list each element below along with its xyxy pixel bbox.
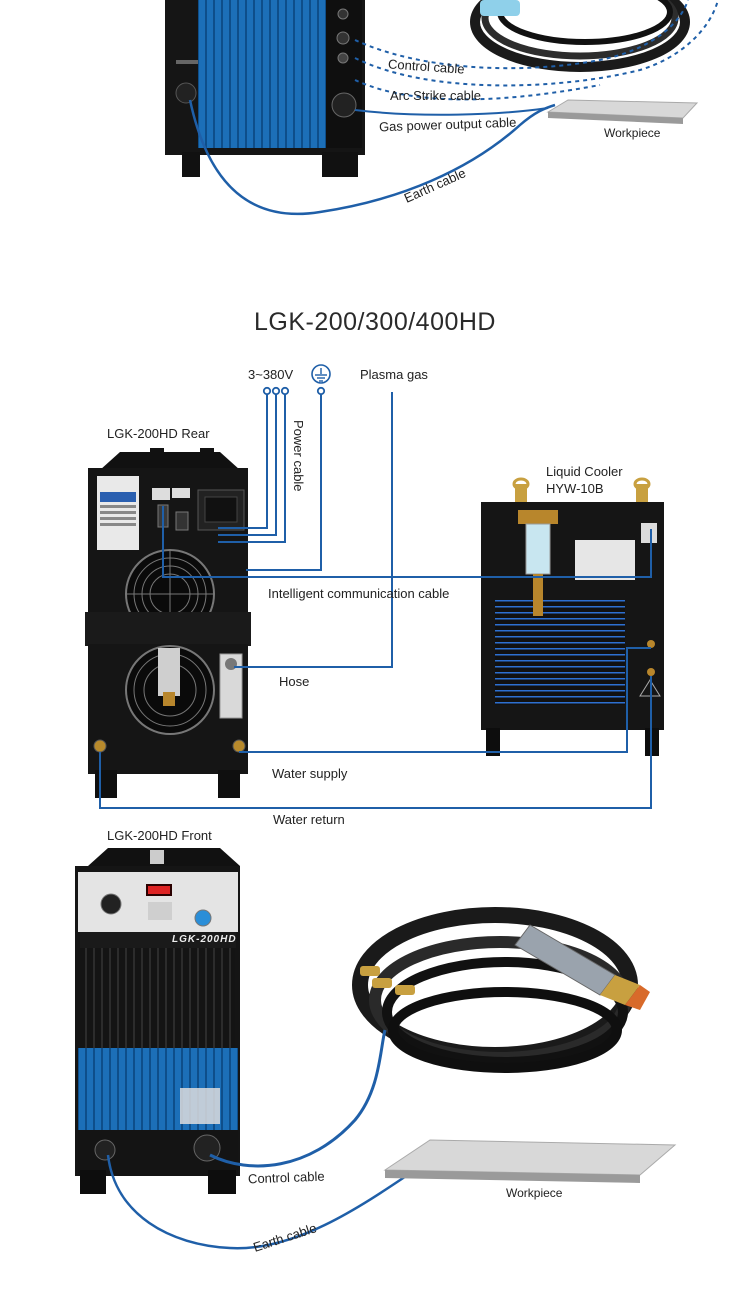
model-title: LGK-200/300/400HD [254,308,496,336]
top-torch-coupler [480,0,520,16]
top-earth-cable-line [188,99,556,215]
cooler-grille [495,600,625,705]
bottom-earth-cable-line [106,1154,431,1250]
top-machine [165,0,365,177]
label-top-workpiece: Workpiece [604,126,661,140]
gas-output-cable-line [354,107,549,116]
front-knob-right [194,909,212,927]
cooler-filter [525,523,551,575]
label-plasma-gas: Plasma gas [360,367,428,382]
ground-symbol-icon [311,364,331,384]
label-intelligent-comm-cable: Intelligent communication cable [268,586,450,601]
rear-machine [85,448,251,798]
middle-cables [99,392,652,809]
label-hose: Hose [279,674,310,689]
front-brand-plate: LGK-200HD [172,934,237,945]
label-cooler-line2: HYW-10B [546,481,604,496]
earth-socket-icon [175,82,197,104]
rear-air-regulator [219,653,243,719]
bottom-workpiece-plate [383,1139,677,1183]
top-torch-coil [470,0,690,72]
top-machine-vent-panel [198,0,328,148]
front-knob-left [100,893,122,915]
label-water-return: Water return [273,812,345,827]
front-earth-socket-icon [94,1139,116,1161]
front-torch-socket-icon [193,1134,221,1162]
cooler-label-plate [575,540,635,580]
power-terminals [262,386,326,396]
label-cooler-line1: Liquid Cooler [546,464,623,479]
label-bottom-control-cable: Control cable [247,1168,325,1187]
bottom-control-cable-line [209,1029,387,1168]
label-front: LGK-200HD Front [107,828,212,843]
liquid-cooler [481,477,664,756]
label-water-supply: Water supply [272,766,348,781]
label-voltage: 3~380V [248,367,294,382]
top-dotted-cables [354,0,719,101]
label-arc-strike-cable: Arc Strike cable [390,88,482,103]
rear-filter [158,648,180,696]
front-black-vents [80,948,235,1048]
top-workpiece-plate [546,99,699,124]
front-machine [75,848,240,1194]
label-rear: LGK-200HD Rear [107,426,210,441]
label-power-cable: Power cable [291,420,306,492]
label-bottom-workpiece: Workpiece [506,1186,563,1200]
bottom-torch-coil [352,907,650,1073]
